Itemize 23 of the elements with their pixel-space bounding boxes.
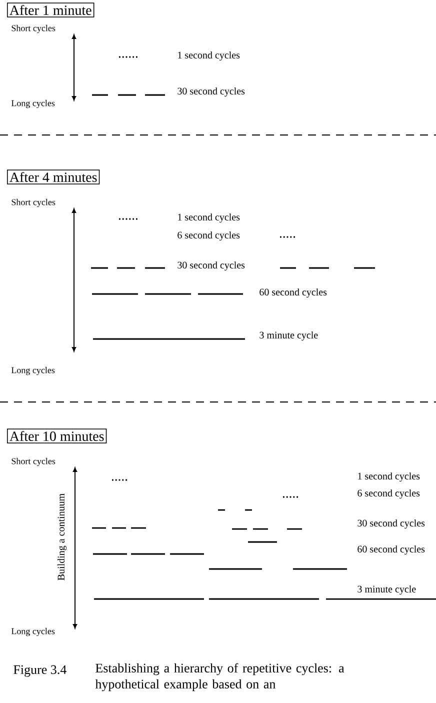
axis-label: Long cycles — [11, 628, 55, 636]
title-box: After 1 minute — [7, 2, 94, 18]
cycle-label: 1 second cycles — [178, 213, 240, 223]
axis-label: Short cycles — [12, 198, 56, 208]
title-box: After 4 minutes — [7, 170, 100, 184]
cycle-label: 6 second cycles — [178, 231, 240, 241]
cycle-label: 3 minute cycle — [260, 331, 318, 341]
cycle-label: 6 second cycles — [358, 489, 420, 499]
title-box: After 10 minutes — [7, 428, 107, 444]
axis-label: Long cycles — [11, 366, 55, 376]
cycle-label: 1 second cycles — [178, 51, 240, 61]
cycle-label: 30 second cycles — [358, 519, 425, 529]
axis-label: Building a continuum — [57, 494, 67, 580]
figure-number: Figure 3.4 — [14, 665, 66, 677]
caption: Establishing a hierarchy of repetitive cycles: a hypothetical example based on an — [95, 663, 344, 692]
cycle-label: 1 second cycles — [358, 472, 420, 482]
cycle-label: 60 second cycles — [358, 545, 425, 555]
cycle-label: 30 second cycles — [178, 87, 245, 97]
cycle-label: 60 second cycles — [260, 288, 327, 298]
cycle-label: 30 second cycles — [178, 261, 245, 271]
axis-label: Long cycles — [11, 100, 55, 108]
cycle-label: 3 minute cycle — [358, 585, 416, 595]
axis-label: Short cycles — [12, 458, 56, 466]
